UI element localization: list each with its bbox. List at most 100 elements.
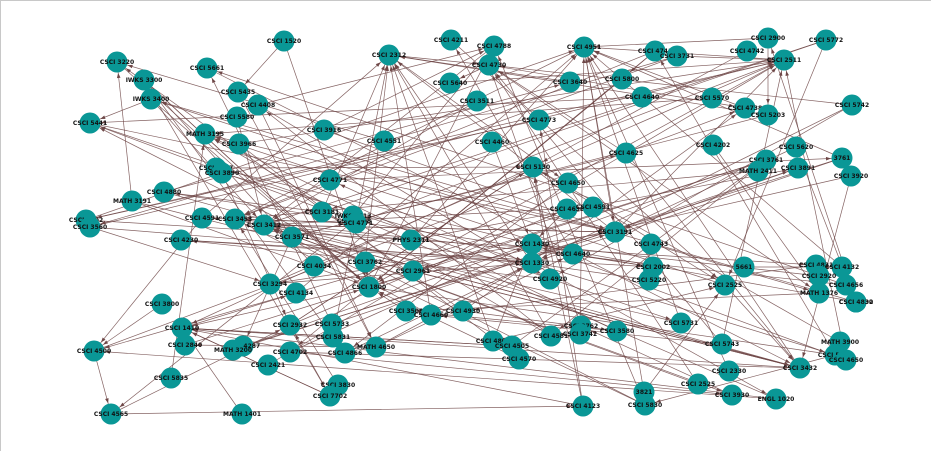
graph-node[interactable]: CSCI 5130 bbox=[516, 156, 550, 178]
graph-node[interactable]: CSCI 3181 bbox=[305, 201, 339, 223]
graph-node[interactable]: CSCI 5743 bbox=[705, 333, 739, 355]
node-circle[interactable] bbox=[831, 147, 853, 169]
node-circle[interactable] bbox=[281, 226, 303, 248]
node-circle[interactable] bbox=[702, 134, 724, 156]
graph-node[interactable]: CSCI 4788 bbox=[477, 35, 511, 57]
graph-node[interactable]: CSCI 4656 bbox=[829, 274, 863, 296]
graph-node[interactable]: CSCI 4551 bbox=[367, 130, 401, 152]
graph-node[interactable]: CSCI 5731 bbox=[664, 312, 698, 334]
node-circle[interactable] bbox=[557, 172, 579, 194]
node-circle[interactable] bbox=[831, 256, 853, 278]
graph-node[interactable]: 5661 bbox=[733, 256, 755, 278]
graph-node[interactable]: CSCI 3220 bbox=[100, 51, 134, 73]
node-circle[interactable] bbox=[482, 330, 504, 352]
node-circle[interactable] bbox=[841, 94, 863, 116]
node-circle[interactable] bbox=[481, 131, 503, 153]
node-circle[interactable] bbox=[508, 348, 530, 370]
node-circle[interactable] bbox=[466, 90, 488, 112]
node-circle[interactable] bbox=[140, 88, 162, 110]
graph-node[interactable]: CSCI 2511 bbox=[767, 49, 801, 71]
graph-node[interactable]: CSCI 3580 bbox=[600, 320, 634, 342]
node-circle[interactable] bbox=[222, 339, 244, 361]
graph-node[interactable]: CSCI 4702 bbox=[273, 341, 307, 363]
node-circle[interactable] bbox=[640, 233, 662, 255]
graph-node[interactable]: CSCI 1330 bbox=[515, 252, 549, 274]
node-circle[interactable] bbox=[273, 30, 295, 52]
node-circle[interactable] bbox=[808, 282, 830, 304]
node-circle[interactable] bbox=[319, 169, 341, 191]
graph-node[interactable]: CSCI 4123 bbox=[566, 395, 600, 417]
node-circle[interactable] bbox=[106, 51, 128, 73]
node-circle[interactable] bbox=[483, 35, 505, 57]
node-circle[interactable] bbox=[224, 208, 246, 230]
node-circle[interactable] bbox=[151, 293, 173, 315]
graph-node[interactable]: CSCI 3432 bbox=[783, 357, 817, 379]
graph-node[interactable]: MATH 3200 bbox=[214, 339, 252, 361]
node-circle[interactable] bbox=[734, 97, 756, 119]
node-circle[interactable] bbox=[539, 268, 561, 290]
node-circle[interactable] bbox=[358, 276, 380, 298]
graph-node[interactable]: CSCI 4743 bbox=[634, 233, 668, 255]
node-circle[interactable] bbox=[815, 29, 837, 51]
node-circle[interactable] bbox=[211, 162, 233, 184]
node-circle[interactable] bbox=[153, 181, 175, 203]
node-circle[interactable] bbox=[638, 269, 660, 291]
node-circle[interactable] bbox=[279, 314, 301, 336]
node-circle[interactable] bbox=[253, 214, 275, 236]
node-circle[interactable] bbox=[718, 360, 740, 382]
graph-node[interactable]: CSCI 3742 bbox=[563, 323, 597, 345]
graph-node[interactable]: CSCI 3294 bbox=[253, 273, 287, 295]
graph-node[interactable]: CSCI 4738 bbox=[728, 97, 762, 119]
node-circle[interactable] bbox=[365, 336, 387, 358]
graph-node[interactable]: CSCI 3800 bbox=[145, 293, 179, 315]
graph-node[interactable]: CSCI 5580 bbox=[220, 106, 254, 128]
graph-node[interactable]: CSCI 2312 bbox=[372, 44, 406, 66]
node-circle[interactable] bbox=[808, 265, 830, 287]
graph-node[interactable]: CSCI 3508 bbox=[389, 300, 423, 322]
node-circle[interactable] bbox=[701, 87, 723, 109]
node-circle[interactable] bbox=[322, 326, 344, 348]
graph-node[interactable]: MATH 1376 bbox=[800, 282, 838, 304]
graph-node[interactable]: CSCI 1800 bbox=[352, 276, 386, 298]
node-circle[interactable] bbox=[562, 243, 584, 265]
node-circle[interactable] bbox=[747, 160, 769, 182]
graph-node[interactable]: CSCI 4500 bbox=[77, 340, 111, 362]
graph-node[interactable]: CSCI 3571 bbox=[275, 226, 309, 248]
node-circle[interactable] bbox=[634, 394, 656, 416]
graph-node[interactable]: CSCI 4202 bbox=[696, 134, 730, 156]
node-circle[interactable] bbox=[773, 49, 795, 71]
graph-node[interactable]: CSCI 3930 bbox=[715, 384, 749, 406]
graph-node[interactable]: CSCI 3511 bbox=[460, 90, 494, 112]
graph-node[interactable]: CSCI 4830 bbox=[839, 291, 873, 313]
graph-node[interactable]: CSCI 4730 bbox=[472, 54, 506, 76]
node-circle[interactable] bbox=[556, 198, 578, 220]
graph-node[interactable]: CSCI 4800 bbox=[476, 330, 510, 352]
graph-node[interactable]: CSCI 2525 bbox=[681, 373, 715, 395]
graph-node[interactable]: CSCI 5742 bbox=[835, 94, 869, 116]
graph-node[interactable]: CSCI 4660 bbox=[414, 304, 448, 326]
node-circle[interactable] bbox=[733, 256, 755, 278]
node-circle[interactable] bbox=[191, 207, 213, 229]
node-circle[interactable] bbox=[285, 282, 307, 304]
graph-node[interactable]: CSCI 4630 bbox=[550, 198, 584, 220]
graph-node[interactable]: CSCI 3966 bbox=[222, 133, 256, 155]
node-circle[interactable] bbox=[160, 367, 182, 389]
graph-node[interactable]: CSCI 2961 bbox=[396, 260, 430, 282]
node-circle[interactable] bbox=[736, 40, 758, 62]
graph-node[interactable]: CSCI 3412 bbox=[247, 214, 281, 236]
node-circle[interactable] bbox=[478, 54, 500, 76]
node-circle[interactable] bbox=[835, 274, 857, 296]
graph-node[interactable]: CSCI 5640 bbox=[433, 72, 467, 94]
node-circle[interactable] bbox=[765, 388, 787, 410]
node-circle[interactable] bbox=[83, 340, 105, 362]
node-circle[interactable] bbox=[226, 106, 248, 128]
graph-node[interactable]: CSCI 4591 bbox=[576, 196, 610, 218]
node-circle[interactable] bbox=[100, 403, 122, 425]
graph-node[interactable]: CSCI 4773 bbox=[522, 109, 556, 131]
graph-node[interactable]: CSCI 4880 bbox=[147, 181, 181, 203]
graph-node[interactable]: CSCI 4625 bbox=[609, 142, 643, 164]
node-circle[interactable] bbox=[313, 119, 335, 141]
node-circle[interactable] bbox=[257, 354, 279, 376]
node-circle[interactable] bbox=[231, 403, 253, 425]
graph-node[interactable]: MATH 2411 bbox=[739, 160, 777, 182]
